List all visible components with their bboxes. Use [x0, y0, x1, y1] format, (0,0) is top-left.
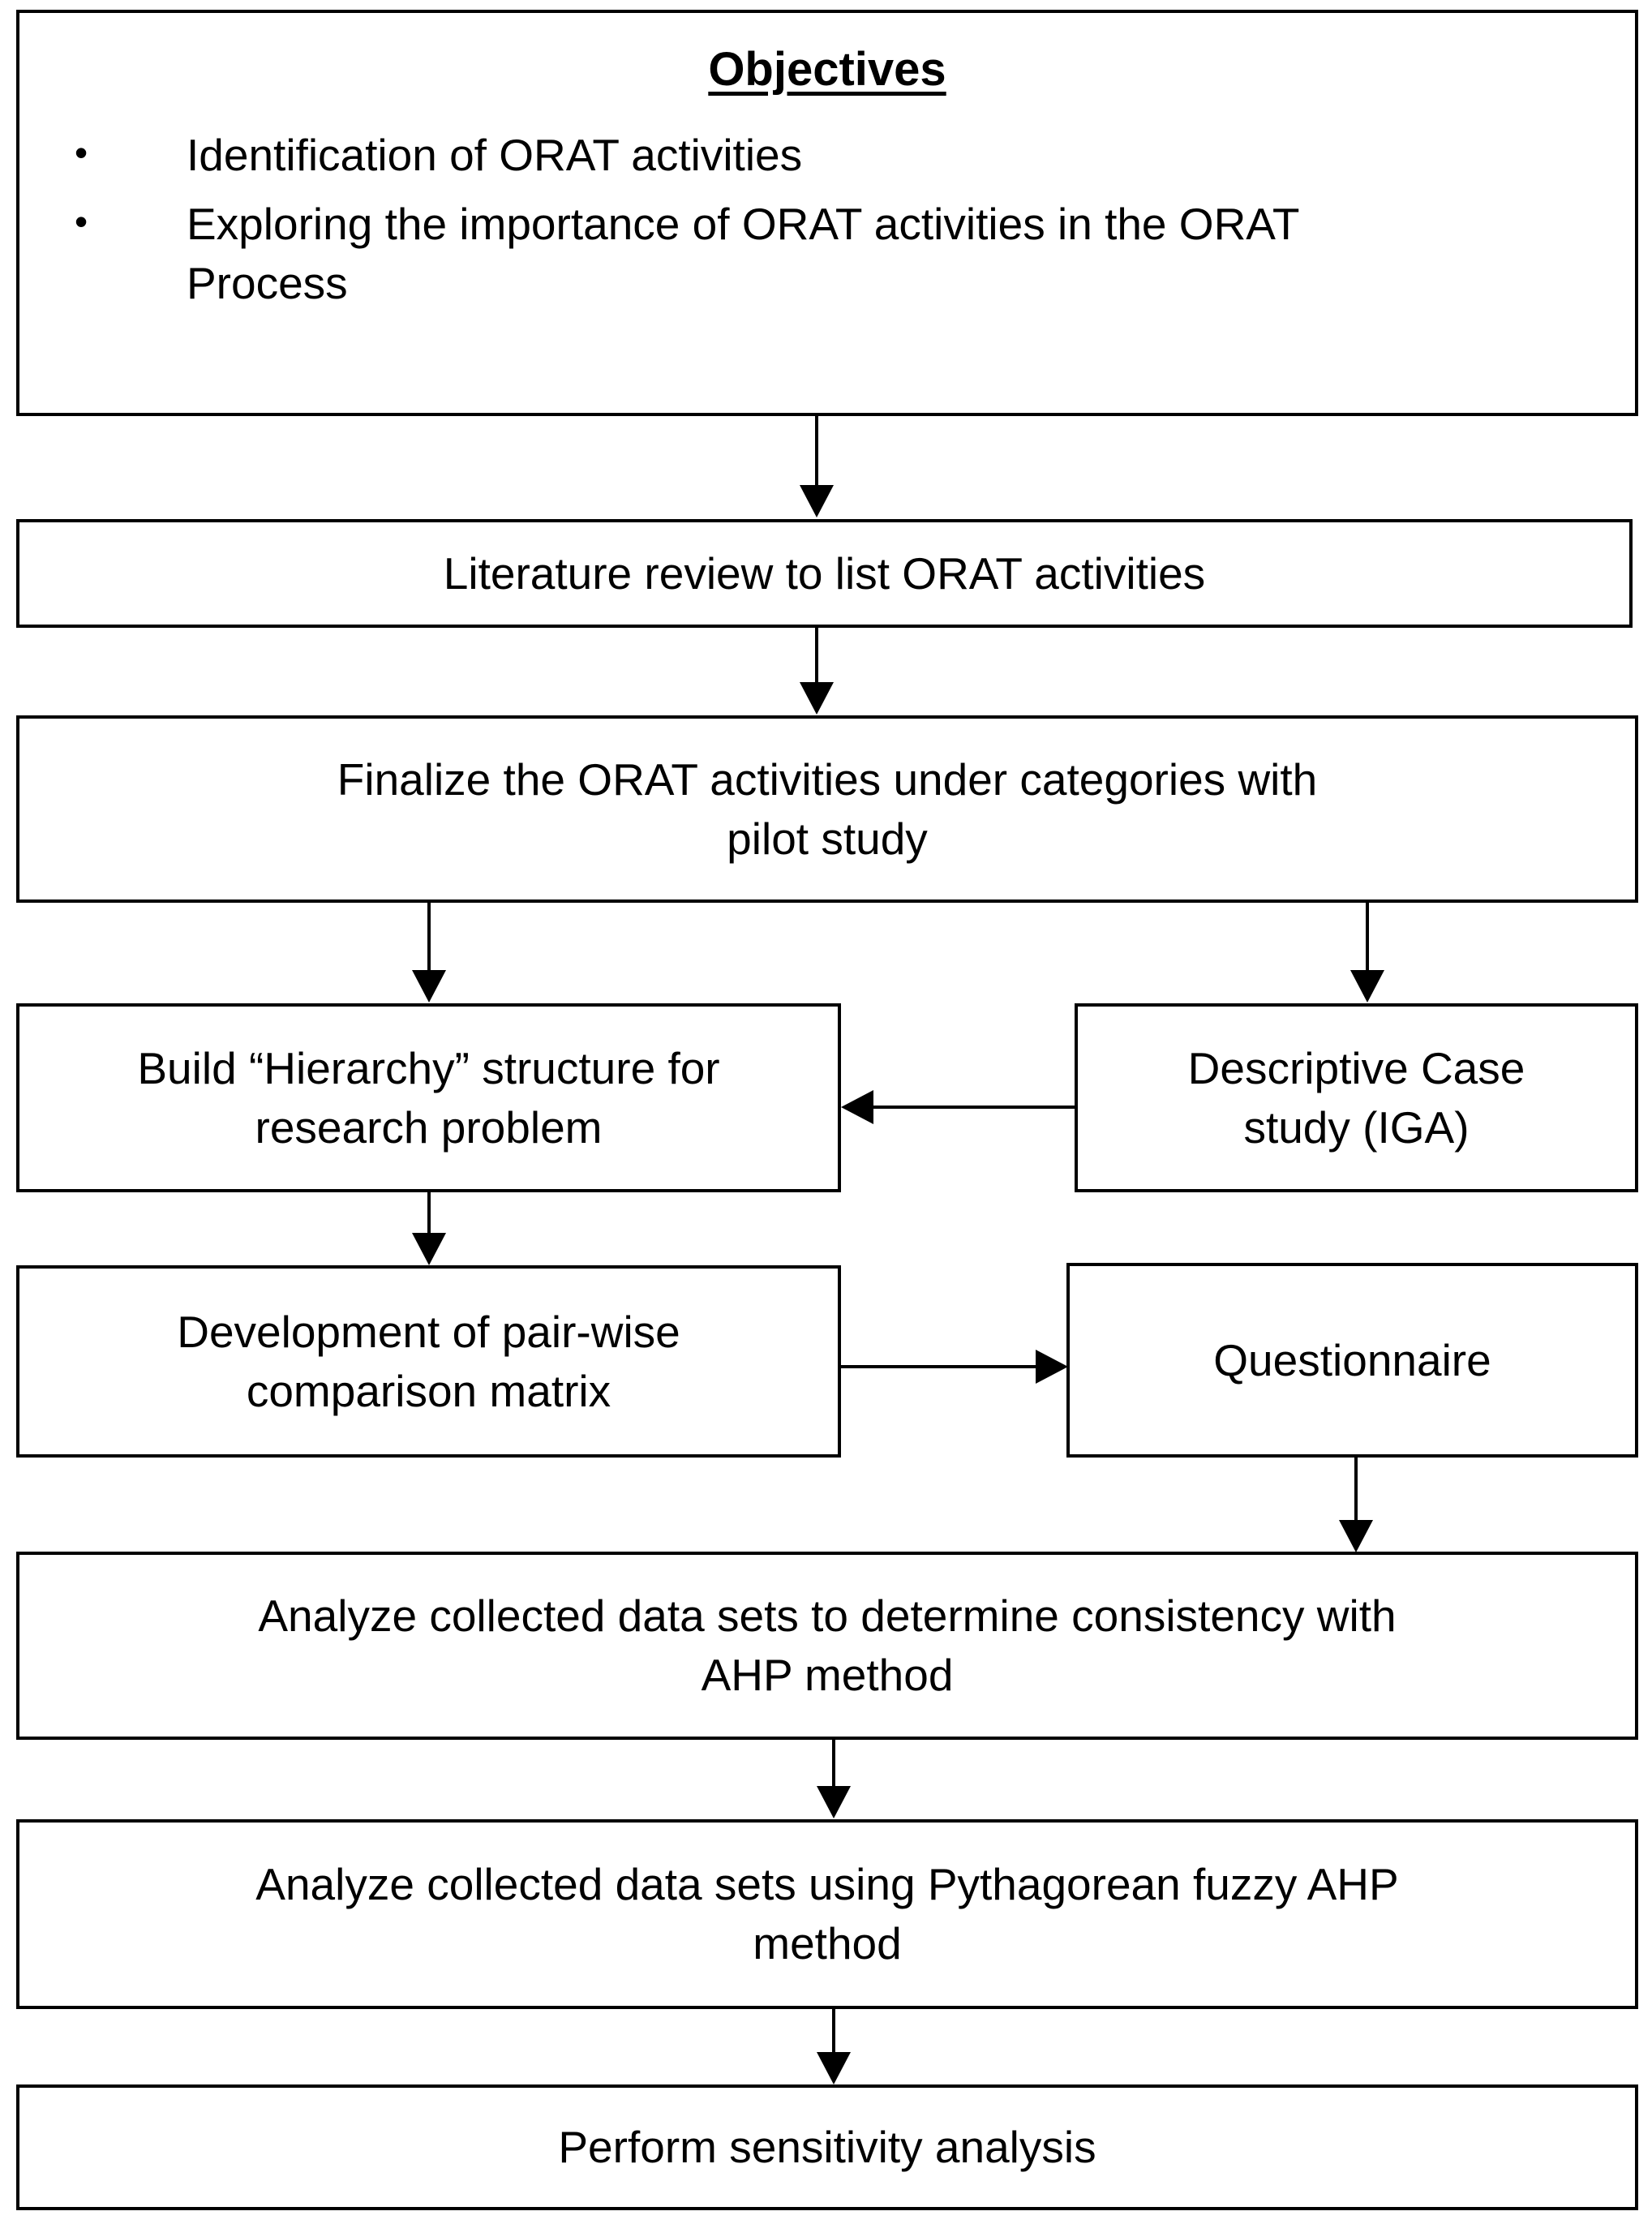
- list-item-label-continued: Process: [187, 257, 348, 308]
- arrowhead-down-icon: [412, 1233, 446, 1265]
- node-build-hierarchy[interactable]: Build “Hierarchy” structure for research…: [16, 1003, 841, 1192]
- node-label-continued: study (IGA): [1243, 1101, 1470, 1153]
- node-analyze-consistency[interactable]: Analyze collected data sets to determine…: [16, 1552, 1638, 1740]
- arrowhead-down-icon: [800, 682, 834, 715]
- node-analyze-pythagorean[interactable]: Analyze collected data sets using Pythag…: [16, 1819, 1638, 2009]
- connector-literature-to-finalize: [815, 628, 818, 685]
- node-finalize-activities[interactable]: Finalize the ORAT activities under categ…: [16, 715, 1638, 903]
- list-item: • Identification of ORAT activities: [39, 126, 1616, 185]
- node-label: Build “Hierarchy” structure for: [137, 1042, 720, 1093]
- arrowhead-left-icon: [841, 1090, 873, 1124]
- objectives-bullet-list: • Identification of ORAT activities • Ex…: [39, 126, 1616, 323]
- arrowhead-down-icon: [800, 485, 834, 517]
- connector-questionnaire-to-analyze-consistency: [1354, 1458, 1358, 1522]
- list-item-label: Identification of ORAT activities: [187, 129, 803, 180]
- bullet-icon: •: [75, 200, 88, 243]
- node-questionnaire[interactable]: Questionnaire: [1066, 1263, 1638, 1458]
- arrowhead-down-icon: [817, 2052, 851, 2084]
- node-label-continued: comparison matrix: [246, 1365, 611, 1416]
- connector-finalize-to-build-hierarchy: [427, 903, 431, 972]
- node-label-continued: pilot study: [727, 813, 928, 864]
- arrowhead-down-icon: [1339, 1520, 1373, 1552]
- node-label-continued: research problem: [255, 1101, 603, 1153]
- connector-descriptive-to-build-hierarchy: [872, 1106, 1076, 1109]
- connector-analyze-consistency-to-pythagorean: [832, 1740, 835, 1788]
- objectives-heading: Objectives: [708, 43, 946, 96]
- node-label-continued: method: [753, 1918, 902, 1969]
- arrowhead-right-icon: [1036, 1350, 1068, 1384]
- node-label: Development of pair-wise: [177, 1306, 680, 1357]
- list-item: • Exploring the importance of ORAT activ…: [39, 195, 1616, 313]
- bullet-icon: •: [75, 131, 88, 174]
- node-literature-review[interactable]: Literature review to list ORAT activitie…: [16, 519, 1633, 628]
- node-label: Perform sensitivity analysis: [558, 2122, 1096, 2173]
- connector-finalize-to-descriptive-case: [1366, 903, 1369, 972]
- connector-build-hierarchy-to-pairwise: [427, 1192, 431, 1235]
- connector-pythagorean-to-sensitivity: [832, 2009, 835, 2054]
- node-objectives[interactable]: Objectives • Identification of ORAT acti…: [16, 10, 1638, 416]
- node-pairwise-matrix[interactable]: Development of pair-wise comparison matr…: [16, 1265, 841, 1458]
- node-label: Questionnaire: [1213, 1334, 1491, 1385]
- node-label-continued: AHP method: [701, 1650, 954, 1700]
- arrowhead-down-icon: [817, 1786, 851, 1818]
- connector-objectives-to-literature: [815, 416, 818, 487]
- node-descriptive-case-study[interactable]: Descriptive Case study (IGA): [1075, 1003, 1638, 1192]
- node-label: Analyze collected data sets to determine…: [258, 1591, 1397, 1642]
- arrowhead-down-icon: [1350, 970, 1384, 1003]
- connector-pairwise-to-questionnaire: [838, 1365, 1039, 1368]
- node-label: Finalize the ORAT activities under categ…: [337, 753, 1318, 805]
- node-sensitivity-analysis[interactable]: Perform sensitivity analysis: [16, 2084, 1638, 2210]
- node-label: Descriptive Case: [1187, 1042, 1525, 1093]
- arrowhead-down-icon: [412, 970, 446, 1003]
- node-label: Literature review to list ORAT activitie…: [443, 547, 1206, 599]
- node-label: Analyze collected data sets using Pythag…: [255, 1859, 1399, 1910]
- list-item-label: Exploring the importance of ORAT activit…: [187, 198, 1300, 249]
